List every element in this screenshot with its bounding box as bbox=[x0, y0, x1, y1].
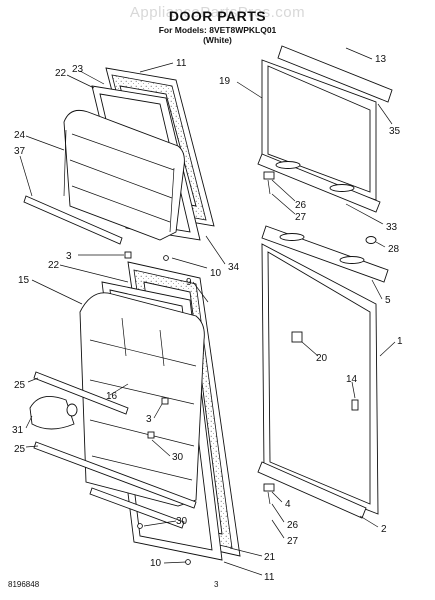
freezer-door-stop bbox=[365, 236, 377, 244]
callout-23: 23 bbox=[72, 64, 84, 75]
document-number: 8196848 bbox=[8, 580, 40, 589]
fresh-food-door-hinge-hardware bbox=[263, 483, 275, 505]
callout-28: 28 bbox=[388, 244, 400, 255]
callout-19: 19 bbox=[219, 76, 231, 87]
fresh-food-door-panel bbox=[261, 243, 379, 515]
callout-34: 34 bbox=[228, 262, 240, 273]
model-color: (White) bbox=[203, 35, 232, 45]
fresh-food-door-top-trim bbox=[261, 225, 389, 283]
callout-10: 10 bbox=[210, 268, 222, 279]
callout-31: 31 bbox=[12, 425, 24, 436]
callout-22: 22 bbox=[55, 68, 67, 79]
callout-30: 30 bbox=[176, 516, 188, 527]
callout-16: 16 bbox=[106, 391, 118, 402]
callout-30: 30 bbox=[172, 452, 184, 463]
callout-2: 2 bbox=[381, 524, 387, 535]
callout-13: 13 bbox=[375, 54, 387, 65]
callout-15: 15 bbox=[18, 275, 30, 286]
callout-25: 25 bbox=[14, 444, 26, 455]
callout-22: 22 bbox=[48, 260, 60, 271]
model-number: For Models: 8VET8WPKLQ01 bbox=[158, 25, 277, 35]
watermark: AppliancePartsPros.com bbox=[129, 4, 306, 21]
callout-33: 33 bbox=[386, 222, 398, 233]
fresh-food-door-bottom-trim bbox=[257, 461, 367, 519]
callout-14: 14 bbox=[346, 374, 358, 385]
freezer-door-screw bbox=[163, 255, 169, 261]
callout-24: 24 bbox=[14, 130, 26, 141]
callout-26: 26 bbox=[295, 200, 307, 211]
fresh-food-door-shelves bbox=[79, 292, 205, 507]
shelf-retainer-clips bbox=[124, 251, 169, 439]
callout-21: 21 bbox=[264, 552, 276, 563]
callout-10: 10 bbox=[150, 558, 162, 569]
callout-5: 5 bbox=[385, 295, 391, 306]
callout-37: 37 bbox=[14, 146, 26, 157]
diagram-title: DOOR PARTS bbox=[168, 8, 267, 24]
freezer-door-shelf-bar bbox=[23, 195, 123, 245]
callout-26: 26 bbox=[287, 520, 299, 531]
callout-35: 35 bbox=[389, 126, 401, 137]
fresh-food-door-shelf-rails bbox=[33, 371, 197, 529]
callout-27: 27 bbox=[287, 536, 299, 547]
callout-4: 4 bbox=[285, 499, 291, 510]
door-handle-bracket bbox=[291, 331, 359, 411]
callout-1: 1 bbox=[397, 336, 403, 347]
callout-11: 11 bbox=[176, 58, 187, 69]
freezer-door-bottom-trim bbox=[257, 153, 381, 213]
fresh-food-door-screws bbox=[137, 523, 191, 565]
callout-11: 11 bbox=[264, 572, 275, 583]
butter-compartment bbox=[29, 395, 78, 430]
page-number: 3 bbox=[214, 580, 219, 589]
callout-3: 3 bbox=[146, 414, 152, 425]
leader-lines bbox=[19, 47, 396, 576]
callout-27: 27 bbox=[295, 212, 307, 223]
callout-20: 20 bbox=[316, 353, 328, 364]
callout-25: 25 bbox=[14, 380, 26, 391]
freezer-door-top-trim bbox=[277, 45, 393, 103]
callout-9: 9 bbox=[186, 277, 192, 288]
freezer-door-shelves bbox=[63, 109, 185, 241]
callout-3: 3 bbox=[66, 251, 72, 262]
freezer-door-hinge-hardware bbox=[263, 171, 275, 195]
